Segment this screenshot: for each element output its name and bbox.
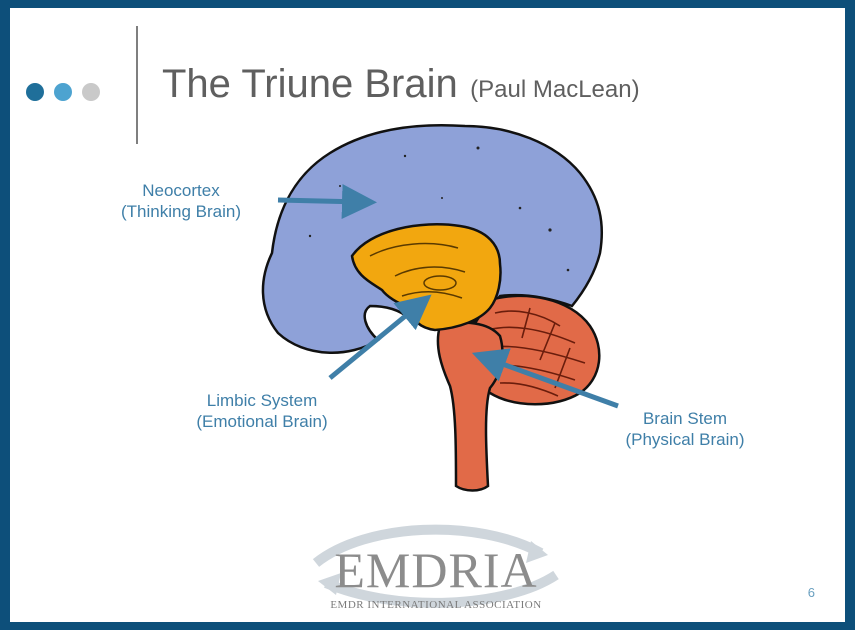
logo-tagline: EMDR INTERNATIONAL ASSOCIATION xyxy=(286,599,586,611)
limbic-label-line1: Limbic System xyxy=(182,390,342,411)
emdria-logo: EMDRIA EMDR INTERNATIONAL ASSOCIATION xyxy=(286,513,586,622)
limbic-label: Limbic System (Emotional Brain) xyxy=(182,390,342,432)
page-number: 6 xyxy=(808,585,815,600)
slide: The Triune Brain (Paul MacLean) xyxy=(10,8,845,622)
neocortex-arrow xyxy=(278,200,362,202)
neocortex-label-line2: (Thinking Brain) xyxy=(96,201,266,222)
logo-name: EMDRIA xyxy=(286,541,586,599)
neocortex-label: Neocortex (Thinking Brain) xyxy=(96,180,266,222)
brainstem-label-line1: Brain Stem xyxy=(610,408,760,429)
brainstem-label: Brain Stem (Physical Brain) xyxy=(610,408,760,450)
brainstem-shape xyxy=(438,323,502,491)
limbic-shape xyxy=(352,224,501,330)
neocortex-label-line1: Neocortex xyxy=(96,180,266,201)
brainstem-label-line2: (Physical Brain) xyxy=(610,429,760,450)
limbic-label-line2: (Emotional Brain) xyxy=(182,411,342,432)
